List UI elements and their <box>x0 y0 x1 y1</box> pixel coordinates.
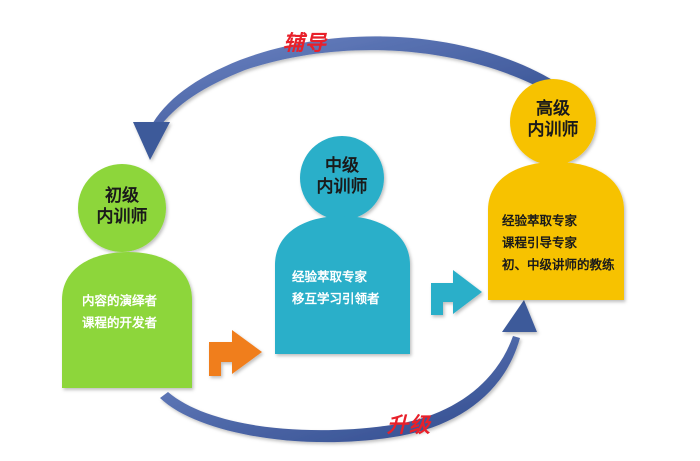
middle-description: 经验萃取专家 移互学习引领者 <box>292 266 407 310</box>
junior-figure <box>62 164 192 388</box>
junior-head <box>78 164 166 252</box>
senior-head <box>510 79 596 165</box>
bottom-cycle-arrow <box>160 300 537 443</box>
junior-line-1: 内容的演绎者 <box>82 293 158 308</box>
senior-figure <box>488 79 624 300</box>
junior-line-2: 课程的开发者 <box>82 314 158 330</box>
middle-body <box>275 216 410 354</box>
middle-title-line1: 中级 <box>325 156 359 176</box>
senior-body <box>488 162 624 300</box>
bottom-arrow-label: 升级 <box>387 413 431 437</box>
middle-line-1: 经验萃取专家 <box>292 269 368 284</box>
junior-description: 内容的演绎者 课程的开发者 <box>82 290 192 334</box>
senior-title: 高级 内训师 <box>509 99 597 142</box>
senior-line-3: 初、中级讲师的教练 <box>502 256 615 272</box>
middle-title: 中级 内训师 <box>298 156 386 199</box>
senior-line-2: 课程引导专家 <box>502 234 578 250</box>
senior-line-1: 经验萃取专家 <box>502 213 578 228</box>
middle-line-2: 移互学习引领者 <box>292 290 380 306</box>
step-arrow-orange <box>209 330 262 376</box>
middle-title-line2: 内训师 <box>316 177 368 198</box>
junior-title-line1: 初级 <box>105 186 139 206</box>
junior-title-line2: 内训师 <box>96 207 148 228</box>
middle-figure <box>275 136 410 354</box>
middle-head <box>300 136 384 220</box>
senior-title-line1: 高级 <box>536 99 570 119</box>
junior-body <box>62 252 192 388</box>
step-arrow-blue <box>431 270 482 315</box>
senior-title-line2: 内训师 <box>527 120 579 141</box>
top-cycle-arrow <box>133 36 556 160</box>
senior-description: 经验萃取专家 课程引导专家 初、中级讲师的教练 <box>502 210 627 276</box>
junior-title: 初级 内训师 <box>78 186 166 229</box>
top-arrow-label: 辅导 <box>283 31 327 55</box>
